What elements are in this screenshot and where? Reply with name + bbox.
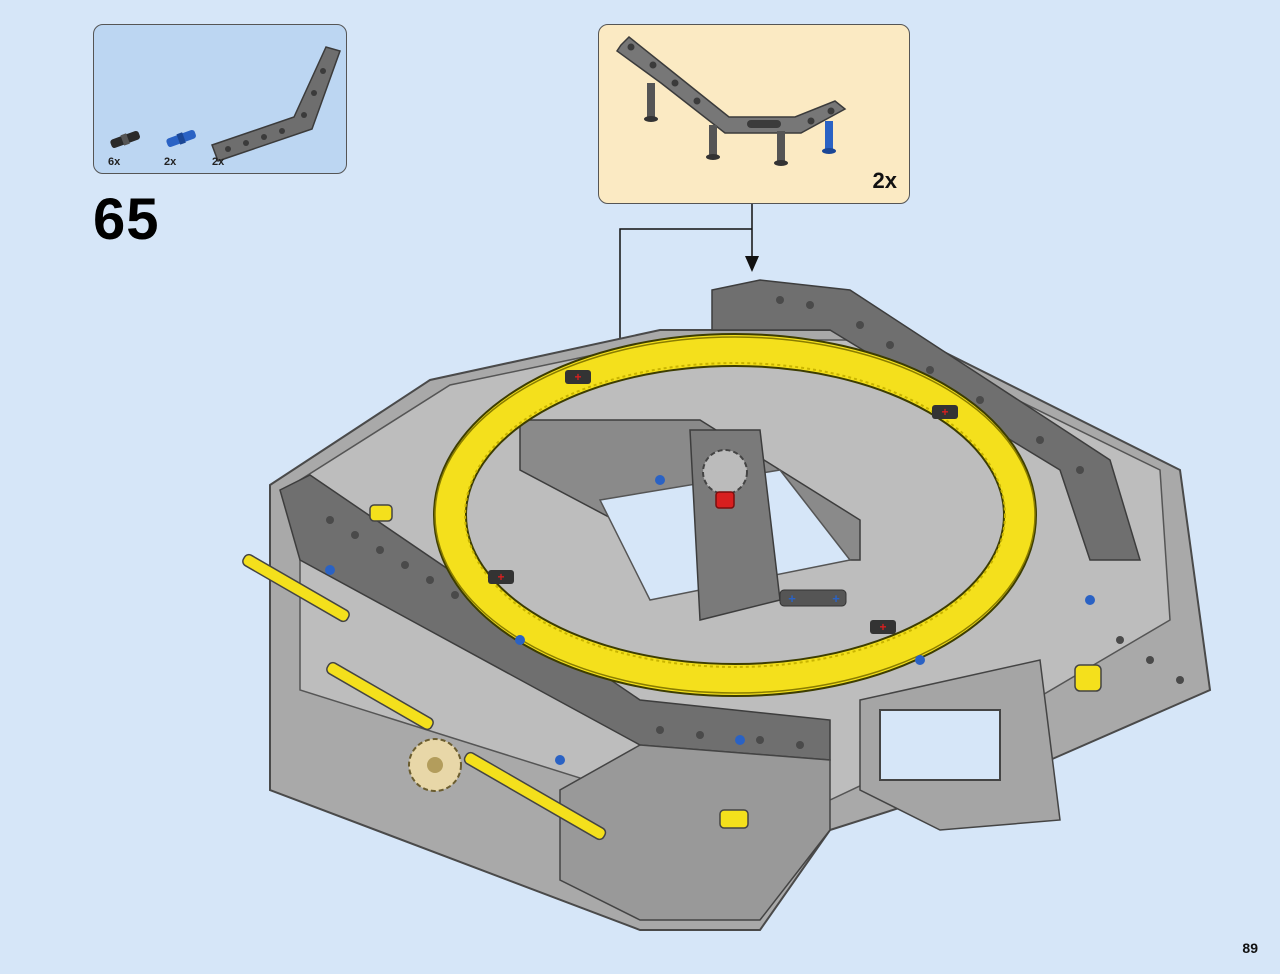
center-gear-icon bbox=[702, 449, 748, 509]
beige-gear-icon bbox=[408, 738, 462, 792]
beam-holes bbox=[326, 296, 1184, 749]
svg-text:+: + bbox=[832, 591, 840, 606]
subassembly-illustration bbox=[615, 35, 847, 166]
part-qty-label: 6x bbox=[108, 156, 121, 168]
svg-text:+: + bbox=[941, 405, 948, 419]
svg-text:+: + bbox=[788, 591, 796, 606]
blue-axle-pin-icon bbox=[166, 129, 196, 147]
bent-beam-subassembly-icon bbox=[615, 35, 847, 166]
yellow-axles bbox=[242, 504, 1102, 841]
part-qty-label: 2x bbox=[212, 156, 225, 168]
callout-qty-label: 2x bbox=[872, 168, 897, 193]
dark-gray-bent-beam-icon bbox=[211, 46, 341, 162]
step-number: 65 bbox=[93, 187, 160, 252]
subassembly-callout-box: 2x bbox=[598, 24, 910, 204]
part-qty-label: 2x bbox=[164, 156, 177, 168]
connector-pins: + + + + + + bbox=[325, 370, 1095, 765]
black-friction-pin-icon bbox=[110, 130, 140, 148]
svg-text:+: + bbox=[497, 570, 504, 584]
svg-text:+: + bbox=[879, 620, 886, 634]
parts-list-illustration bbox=[110, 46, 341, 162]
chassis-frame bbox=[269, 279, 1212, 931]
arrow-head-icon bbox=[745, 256, 759, 272]
turntable-ring bbox=[433, 333, 1037, 697]
page-number: 89 bbox=[1242, 940, 1258, 956]
svg-text:+: + bbox=[574, 370, 581, 384]
parts-list-box: 6x 2x 2x bbox=[93, 24, 347, 174]
